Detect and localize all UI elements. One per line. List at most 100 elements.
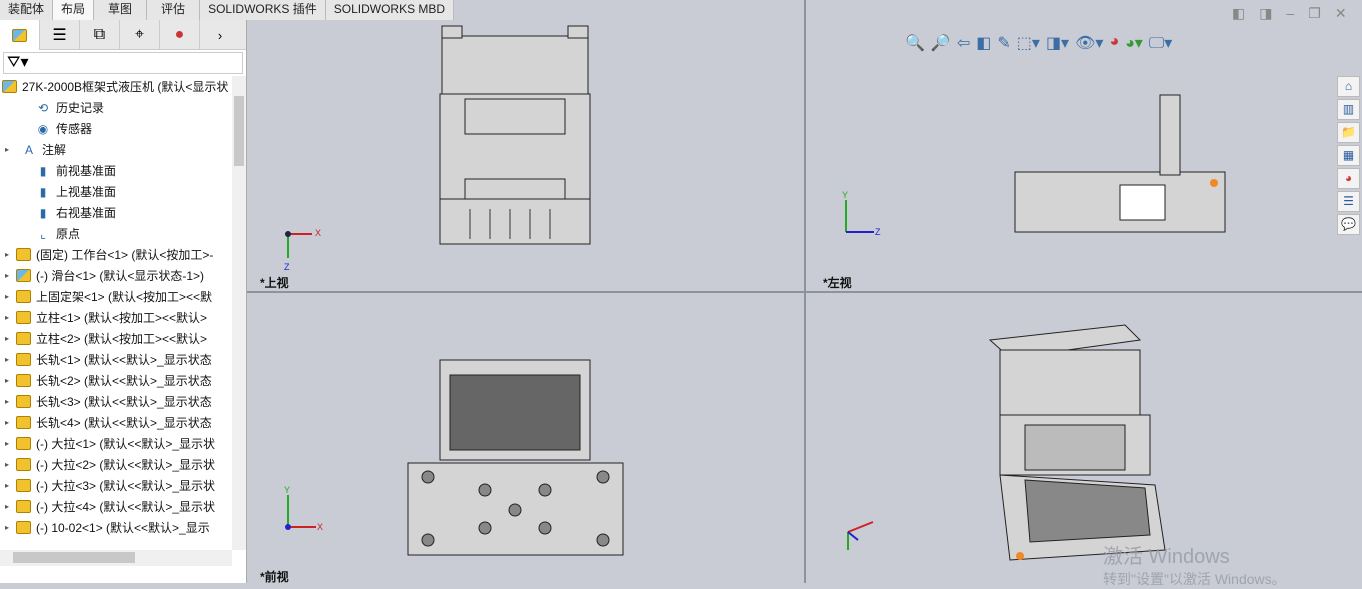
tree-item[interactable]: ▮上视基准面 <box>0 181 232 202</box>
expand-arrow-icon[interactable]: ▸ <box>4 145 9 154</box>
expand-arrow-icon[interactable]: ▸ <box>4 460 9 469</box>
viewport-label-front: *前视 <box>260 570 289 584</box>
tree-item[interactable]: ▸长轨<2> (默认<<默认>_显示状态 <box>0 370 232 391</box>
tree-item[interactable]: ▸长轨<1> (默认<<默认>_显示状态 <box>0 349 232 370</box>
display-manager-icon[interactable]: ● <box>160 20 200 50</box>
tree-item[interactable]: ▸上固定架<1> (默认<按加工><<默 <box>0 286 232 307</box>
left-view-model <box>1014 94 1226 233</box>
tree-item[interactable]: ▮前视基准面 <box>0 160 232 181</box>
panel-right-icon[interactable]: ◨ <box>1259 5 1273 21</box>
tree-item[interactable]: ▸立柱<1> (默认<按加工><<默认> <box>0 307 232 328</box>
tab-layout[interactable]: 布局 <box>53 0 95 20</box>
tree-item[interactable]: ▸(-) 大拉<3> (默认<<默认>_显示状 <box>0 475 232 496</box>
expand-arrow-icon[interactable]: ▸ <box>4 250 9 259</box>
close-icon[interactable]: ✕ <box>1334 5 1347 21</box>
edit-appearance-icon[interactable]: ◕ <box>1109 33 1120 50</box>
tree-item[interactable]: ⟲历史记录 <box>0 97 232 118</box>
forum-icon[interactable]: 💬 <box>1337 214 1360 235</box>
expand-arrow-icon[interactable]: ▸ <box>4 397 9 406</box>
axis-y-label: Y <box>842 190 849 200</box>
tree-item[interactable]: ◉传感器 <box>0 118 232 139</box>
feature-manager-panel: ☰ ⧉ ⌖ ● › ⛛▾ 27K-2000B框架式液压机 (默认<显示状 ⟲历史… <box>0 20 247 583</box>
tree-item[interactable]: ▸(-) 大拉<4> (默认<<默认>_显示状 <box>0 496 232 517</box>
expand-arrow-icon[interactable]: ▸ <box>4 271 9 280</box>
tab-solidworks-mbd[interactable]: SOLIDWORKS MBD <box>325 0 455 20</box>
expand-arrow-icon[interactable]: ▸ <box>4 502 9 511</box>
tree-item[interactable]: ▸(-) 大拉<1> (默认<<默认>_显示状 <box>0 433 232 454</box>
dimxpert-icon[interactable]: ⌖ <box>120 20 160 50</box>
top-view-model <box>439 25 591 245</box>
expand-arrow-icon[interactable]: ▸ <box>4 376 9 385</box>
tree-item[interactable]: ▸(-) 滑台<1> (默认<显示状态-1>) <box>0 265 232 286</box>
panel-left-icon[interactable]: ◧ <box>1232 5 1246 21</box>
expand-arrow-icon[interactable]: ▸ <box>4 355 9 364</box>
tree-item[interactable]: ▸长轨<4> (默认<<默认>_显示状态 <box>0 412 232 433</box>
minimize-icon[interactable]: – <box>1286 5 1295 21</box>
property-manager-icon[interactable]: ☰ <box>40 20 80 50</box>
plane-icon: ▮ <box>39 184 47 199</box>
triad-top: X Z <box>280 226 325 272</box>
tree-vertical-scrollbar[interactable] <box>232 76 246 550</box>
tree-item[interactable]: ▸(固定) 工作台<1> (默认<按加工>- <box>0 244 232 265</box>
window-controls: ◧ ◨ – ❐ ✕ <box>1232 5 1347 22</box>
expand-arrow-icon[interactable]: ▸ <box>4 313 9 322</box>
view-palette-icon[interactable]: ▦ <box>1337 145 1360 166</box>
view-orientation-icon[interactable]: ⬚▾ <box>1016 35 1040 52</box>
tree-horizontal-scrollbar[interactable] <box>0 550 232 566</box>
filter-icon[interactable]: ⛛▾ <box>3 52 243 74</box>
triad-iso <box>838 512 883 562</box>
part-icon <box>14 310 32 326</box>
annotation-icon: A <box>24 142 33 157</box>
expand-arrow-icon[interactable]: ▸ <box>4 334 9 343</box>
part-icon <box>14 415 32 431</box>
part-icon <box>14 478 32 494</box>
tree-item[interactable]: ▸(-) 10-02<1> (默认<<默认>_显示 <box>0 517 232 538</box>
part-icon <box>14 520 32 536</box>
hide-show-items-icon[interactable]: 👁▾ <box>1075 35 1104 52</box>
expand-arrow-icon[interactable]: ▸ <box>4 292 9 301</box>
expand-arrow-icon[interactable]: ▸ <box>4 523 9 532</box>
tree-item[interactable]: ▸(-) 大拉<2> (默认<<默认>_显示状 <box>0 454 232 475</box>
tab-solidworks-addins[interactable]: SOLIDWORKS 插件 <box>200 0 326 20</box>
home-icon[interactable]: ⌂ <box>1337 76 1360 97</box>
chevron-right-icon[interactable]: › <box>217 27 223 43</box>
custom-properties-icon[interactable]: ☰ <box>1337 191 1360 212</box>
tree-item[interactable]: ⌞原点 <box>0 223 232 244</box>
previous-view-icon[interactable]: ⇦ <box>956 35 971 52</box>
expand-arrow-icon[interactable]: ▸ <box>4 418 9 427</box>
expand-arrow-icon[interactable]: ▸ <box>4 481 9 490</box>
part-icon <box>14 352 32 368</box>
tab-assembly[interactable]: 装配体 <box>0 0 54 20</box>
tab-sketch[interactable]: 草图 <box>94 0 148 20</box>
view-settings-icon[interactable]: 🖵▾ <box>1148 35 1173 52</box>
zoom-to-area-icon[interactable]: 🔎 <box>930 35 951 52</box>
file-explorer-icon[interactable]: 📁 <box>1337 122 1360 143</box>
part-icon <box>14 373 32 389</box>
tab-evaluate[interactable]: 评估 <box>147 0 201 20</box>
tree-item[interactable]: ▸立柱<2> (默认<按加工><<默认> <box>0 328 232 349</box>
configuration-manager-icon[interactable]: ⧉ <box>80 20 120 50</box>
dynamic-annotation-icon[interactable]: ✎ <box>997 35 1011 52</box>
appearances-icon[interactable]: ◕ <box>1337 168 1360 189</box>
axis-x-label: X <box>317 522 324 532</box>
sensor-icon: ◉ <box>37 121 49 136</box>
part-blue-icon <box>14 268 32 284</box>
tree-root[interactable]: 27K-2000B框架式液压机 (默认<显示状 <box>0 76 232 97</box>
part-icon <box>14 247 32 263</box>
zoom-to-fit-icon[interactable]: 🔍 <box>905 35 925 52</box>
front-view-model <box>407 359 624 556</box>
section-view-icon[interactable]: ◧ <box>976 35 992 52</box>
triad-front: Y X <box>280 485 325 535</box>
part-icon <box>14 394 32 410</box>
feature-manager-icon[interactable] <box>0 20 40 50</box>
apply-scene-icon[interactable]: ◕▾ <box>1125 35 1143 52</box>
tree-item[interactable]: ▸长轨<3> (默认<<默认>_显示状态 <box>0 391 232 412</box>
design-library-icon[interactable]: ▥ <box>1337 99 1360 120</box>
part-icon <box>14 436 32 452</box>
tree-item[interactable]: ▮右视基准面 <box>0 202 232 223</box>
expand-arrow-icon[interactable]: ▸ <box>4 439 9 448</box>
restore-icon[interactable]: ❐ <box>1308 5 1321 21</box>
display-style-icon[interactable]: ◨▾ <box>1045 35 1070 52</box>
